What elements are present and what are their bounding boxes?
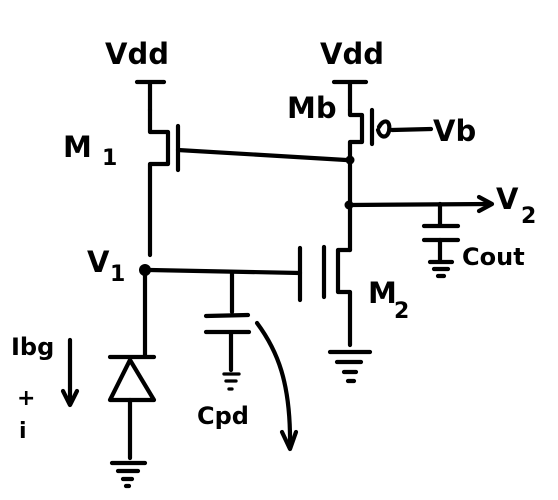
v1-label: V <box>87 245 110 279</box>
vdd-left-label: Vdd <box>105 37 169 71</box>
ibg-label: Ibg <box>11 333 54 361</box>
cout-label: Cout <box>462 243 525 271</box>
cpd-capacitor <box>203 269 252 391</box>
m2-label: M <box>368 276 397 310</box>
v2-label: V <box>496 182 519 216</box>
plus-label: + <box>17 386 35 411</box>
mb-transistor <box>347 107 434 163</box>
vb-label: Vb <box>433 114 476 148</box>
ibg-current-arrow <box>60 337 80 408</box>
m1-transistor <box>147 107 181 258</box>
photodiode <box>107 267 157 489</box>
m1-subscript: 1 <box>102 146 117 171</box>
v2-subscript: 2 <box>521 204 536 229</box>
m1-gate-to-drain-wire <box>175 147 349 163</box>
m1-label: M <box>63 130 92 164</box>
vdd-left-supply <box>134 79 167 113</box>
cpd-label: Cpd <box>197 402 249 430</box>
vdd-right-supply <box>331 79 369 113</box>
v1-subscript: 1 <box>110 262 125 287</box>
current-flow-arrow <box>254 320 299 452</box>
mb-label: Mb <box>287 91 337 125</box>
cout-capacitor <box>421 201 461 279</box>
m2-transistor <box>147 244 353 348</box>
vdd-right-label: Vdd <box>320 37 384 71</box>
m2-subscript: 2 <box>394 299 409 324</box>
m2-ground <box>327 349 373 384</box>
output-node-wire <box>344 155 495 253</box>
i-label: i <box>19 419 27 444</box>
